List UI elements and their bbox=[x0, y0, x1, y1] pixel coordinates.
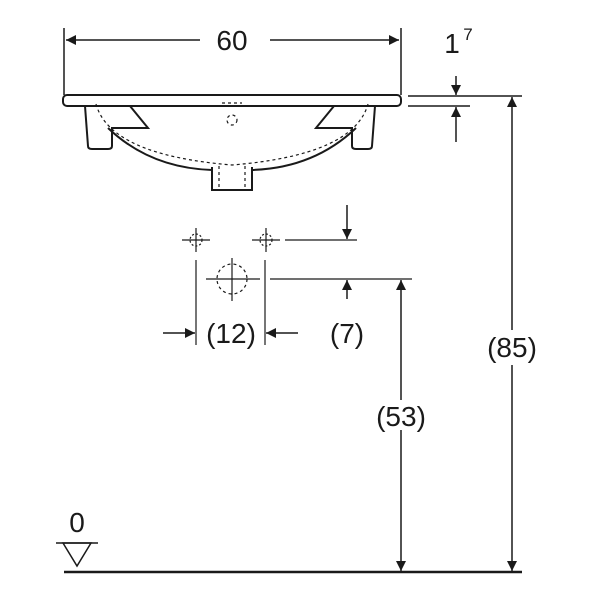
height-dimensions bbox=[396, 95, 522, 571]
rim-height-label: (85) bbox=[487, 332, 537, 363]
width-label: 60 bbox=[216, 25, 247, 56]
basin-hidden-lines bbox=[95, 102, 369, 190]
basin-outline bbox=[62, 94, 402, 191]
floor-level-symbol bbox=[61, 542, 93, 568]
width-dimension bbox=[63, 28, 402, 95]
rim-thickness-dimension bbox=[408, 76, 470, 142]
waste-height-label: (53) bbox=[376, 401, 426, 432]
tap-spacing-label: (12) bbox=[206, 318, 256, 349]
floor-level-label: 0 bbox=[69, 507, 85, 538]
tap-holes bbox=[182, 228, 412, 345]
rim-thickness-label: 1 bbox=[444, 28, 460, 59]
tap-offset-label: (7) bbox=[330, 318, 364, 349]
rim-thickness-sup: 7 bbox=[463, 25, 472, 44]
spacing-arrows bbox=[163, 205, 352, 338]
